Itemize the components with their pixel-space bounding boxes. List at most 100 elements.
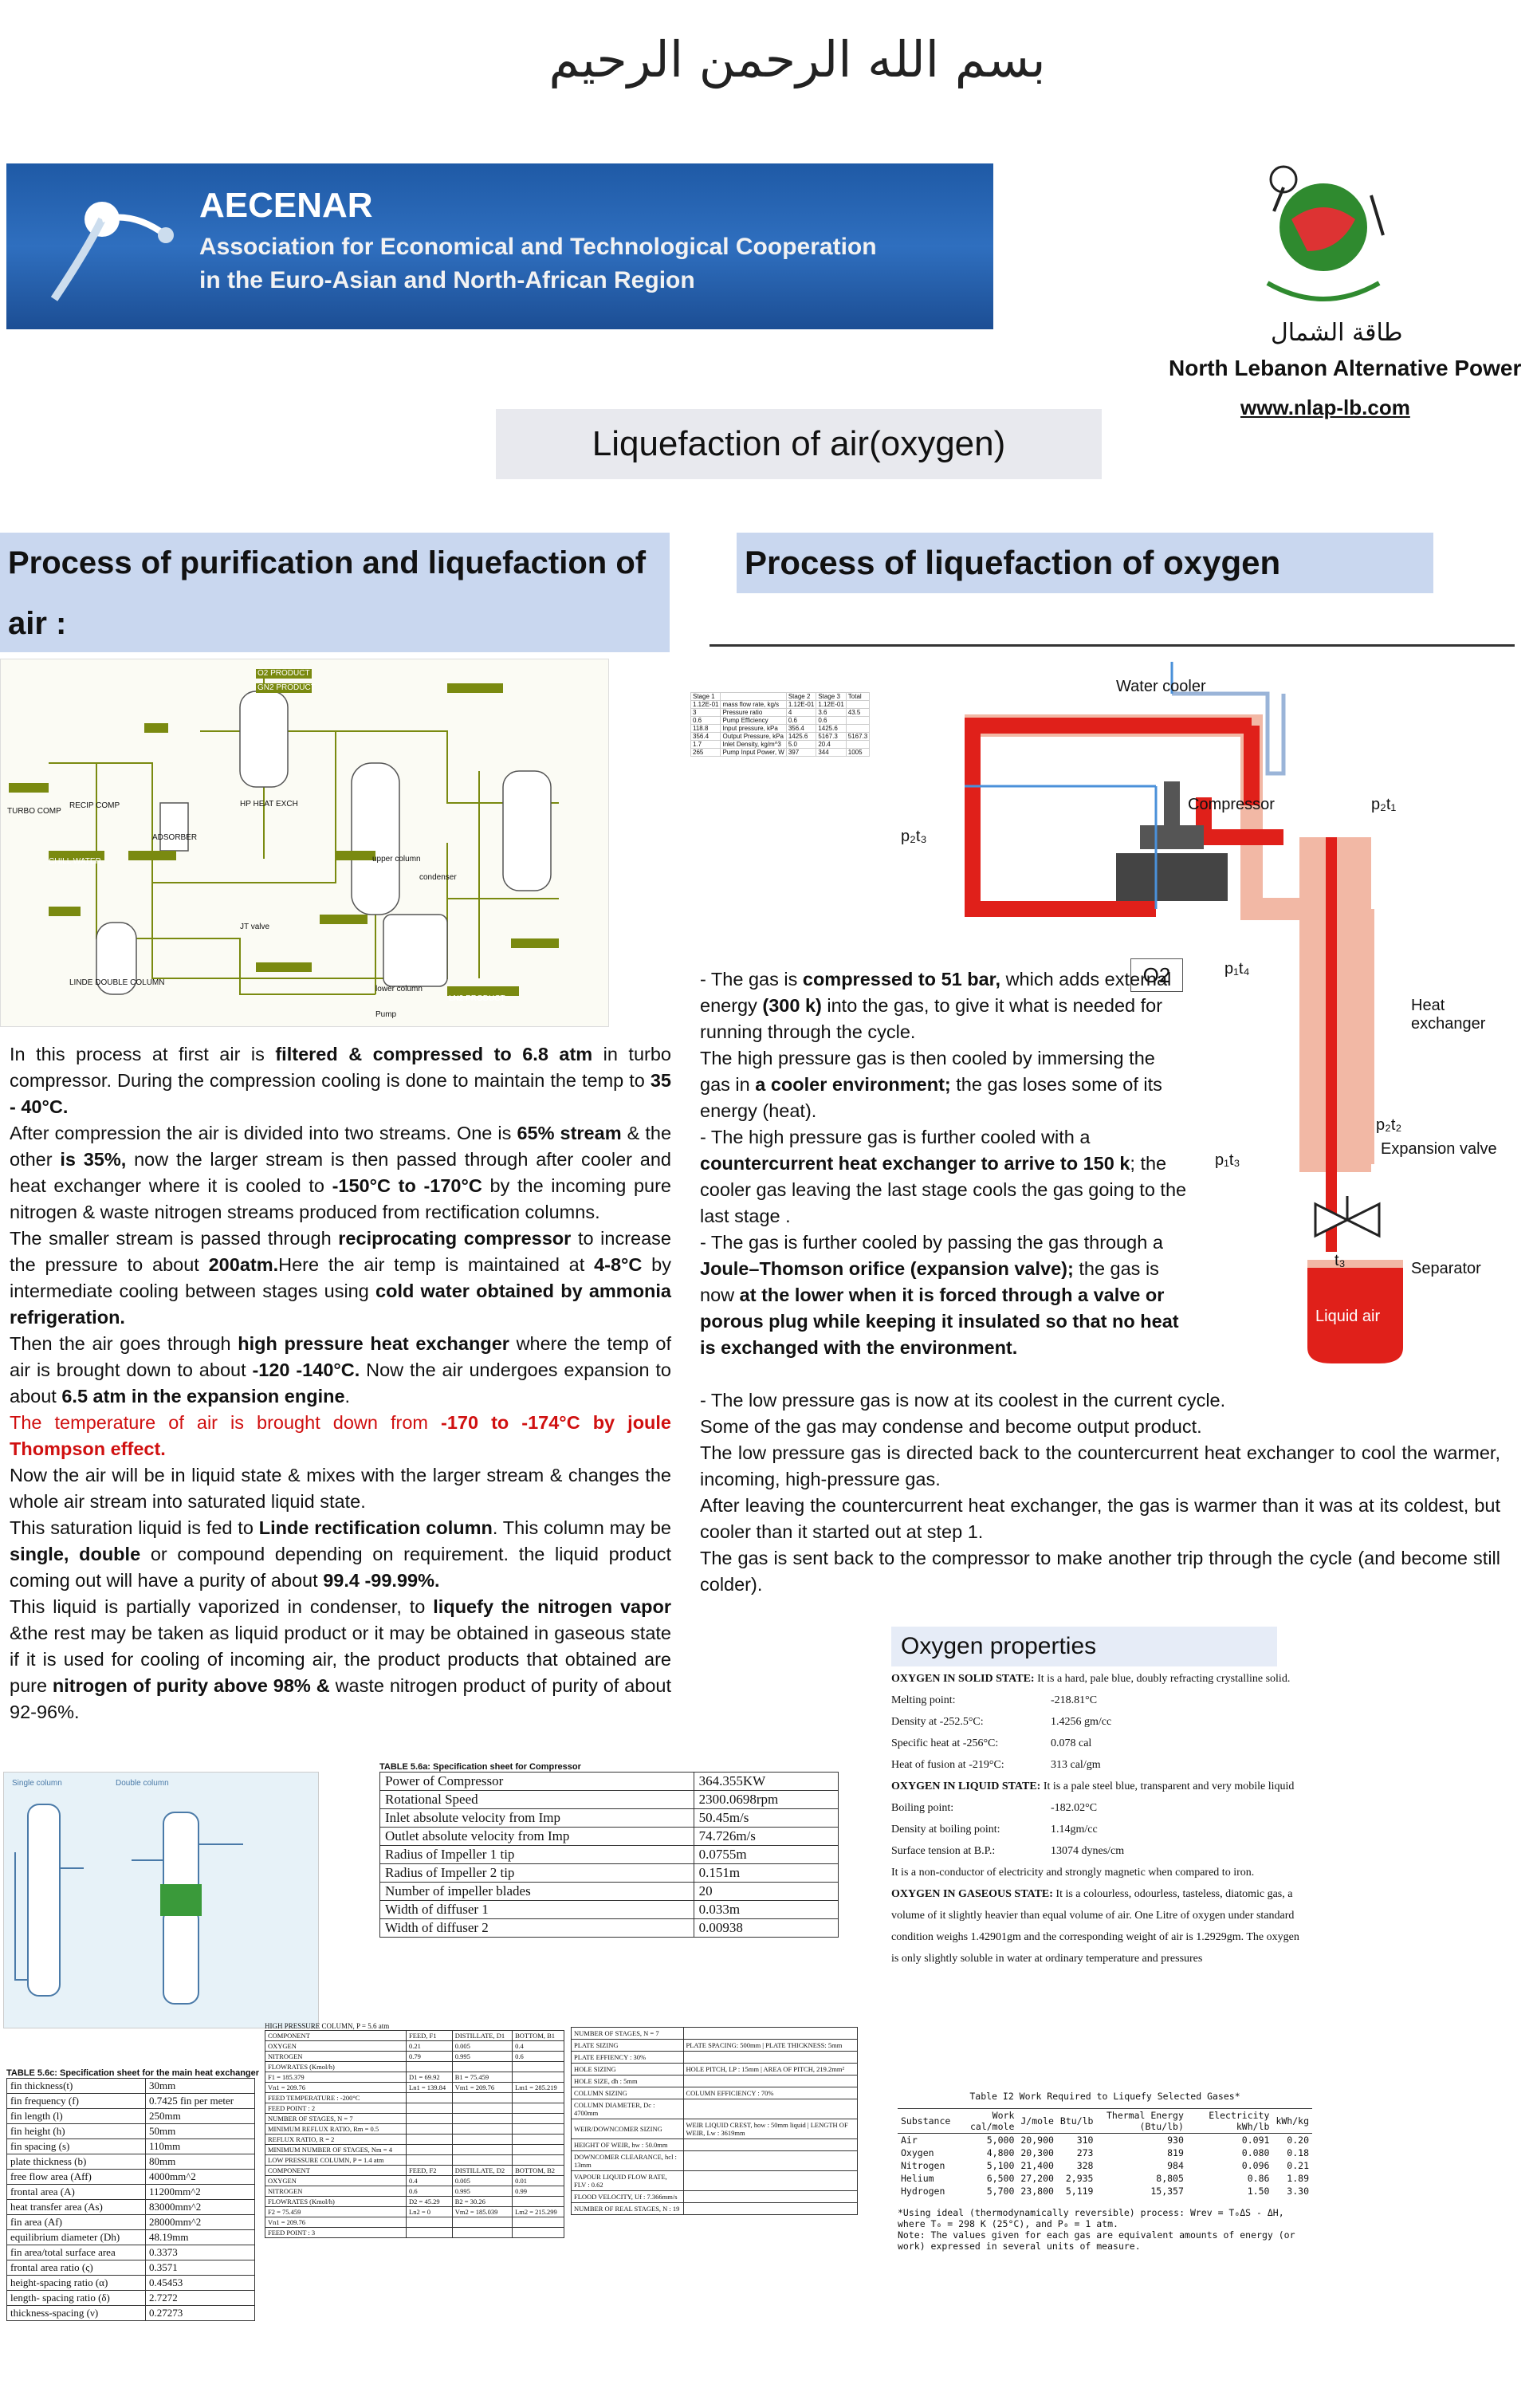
table-cell (406, 2123, 453, 2135)
table-cell: Work cal/mole (953, 2108, 1018, 2134)
property-label: Boiling point: (891, 1802, 954, 1814)
text-run: (300 k) (762, 995, 822, 1016)
text-run: nitrogen of purity above 98% & (52, 1675, 330, 1696)
table-cell: FEED TEMPERATURE : -200°C (264, 2092, 407, 2103)
table-cell: 2300.0698rpm (693, 1790, 839, 1809)
table-row: LOW PRESSURE COLUMN, P = 1.4 atm (264, 2154, 564, 2166)
table-cell: FEED POINT : 3 (264, 2227, 407, 2238)
property-row: Melting point:-218.81°C (891, 1690, 1307, 1711)
table-cell (451, 2227, 513, 2238)
table-cell: Vm1 = 209.76 (451, 2082, 513, 2093)
text-run: In this process at first air is (10, 1044, 276, 1064)
table-cell: 5.0 (785, 740, 817, 749)
label-heat-exchanger: Heat exchanger (1411, 997, 1486, 1033)
table-cell: Width of diffuser 2 (379, 1918, 694, 1938)
heat-exchanger-spec: TABLE 5.6c: Specification sheet for the … (6, 2068, 259, 2321)
table-cell: 50mm (144, 2123, 256, 2139)
property-value: 1.14gm/cc (1051, 1824, 1098, 1836)
text-run: The temperature of air is brought down f… (10, 1412, 441, 1433)
table-cell (512, 2134, 564, 2145)
paragraph: In this process at first air is filtered… (10, 1041, 671, 1120)
table-row: NUMBER OF STAGES, N = 7 (571, 2027, 858, 2040)
table-cell (406, 2092, 453, 2103)
label-p2t1: p₂t₁ (1371, 796, 1397, 813)
pfd-label-recip: RECIP COMP (69, 801, 120, 810)
section2-heading: Process of liquefaction of oxygen (737, 533, 1433, 593)
property-row: Boiling point:-182.02°C (891, 1797, 1307, 1819)
table-cell (512, 2154, 564, 2166)
table-row: fin thickness(t)30mm (6, 2078, 256, 2094)
table-cell: 0.4 (512, 2040, 564, 2052)
table-cell: 984 (1167, 2160, 1184, 2171)
table-cell: Vn1 = 209.76 (264, 2082, 407, 2093)
table-cell: 0.6 (690, 716, 721, 725)
table-cell (451, 2154, 513, 2166)
table-cell: 5167.3 (816, 732, 847, 741)
table-cell: 0.6 (785, 716, 817, 725)
text-run: This liquid is partially vaporized in co… (10, 1596, 434, 1617)
property-label: Heat of fusion at -219°C: (891, 1759, 1004, 1771)
property-label: Surface tension at B.P.: (891, 1845, 996, 1857)
table-cell: Thermal Energy (Btu/lb) (1096, 2108, 1187, 2134)
table-cell: Inlet absolute velocity from Imp (379, 1808, 694, 1828)
label-separator: Separator (1411, 1260, 1481, 1277)
table-row: fin frequency (f)0.7425 fin per meter (6, 2093, 256, 2109)
aecenar-line1: Association for Economical and Technolog… (199, 234, 877, 260)
table-cell: 3.30 (1287, 2186, 1309, 2197)
work-table-footnote2: Note: The values given for each gas are … (898, 2229, 1295, 2252)
paragraph: This saturation liquid is fed to Linde r… (10, 1515, 671, 1594)
table-cell: 0.45453 (144, 2275, 256, 2291)
table-cell (406, 2103, 453, 2114)
page-title: Liquefaction of air(oxygen) (496, 409, 1102, 479)
work-table-title: Table I2 Work Required to Liquefy Select… (969, 2091, 1240, 2102)
table-cell: 0.3571 (144, 2260, 256, 2276)
table-row: length- spacing ratio (δ)2.7272 (6, 2290, 256, 2306)
table-cell: 0.4 (406, 2175, 453, 2186)
text-run: compressed to 51 bar, (802, 969, 1001, 990)
columns-svg (14, 1804, 243, 2005)
bismillah-calligraphy: بسم الله الرحمن الرحيم (548, 30, 1046, 89)
aecenar-logo-icon (50, 202, 174, 301)
table-cell: 0.6 (816, 716, 847, 725)
table-cell: FEED, F1 (406, 2030, 453, 2041)
table-cell: thickness-spacing (ν) (6, 2305, 146, 2321)
table-cell: 15,357 (1150, 2186, 1184, 2197)
table-cell: 819 (1167, 2147, 1184, 2158)
table-cell: 5,000 (986, 2135, 1015, 2146)
pfd-label-upper-column: upper column (372, 855, 421, 864)
table-cell (512, 2227, 564, 2238)
label-water-cooler: Water cooler (1116, 678, 1206, 695)
aecenar-line2: in the Euro-Asian and North-African Regi… (199, 267, 695, 293)
table-cell: Lm1 = 285.219 (512, 2082, 564, 2093)
table-row: NUMBER OF REAL STAGES, N : 19 (571, 2202, 858, 2215)
table-row: FLOWRATES (Kmol/h) (264, 2061, 564, 2072)
paragraph: The smaller stream is passed through rec… (10, 1226, 671, 1331)
work-table-footnote1: *Using ideal (thermodynamically reversib… (898, 2207, 1284, 2229)
table-cell (512, 2072, 564, 2083)
table-row: fin height (h)50mm (6, 2123, 256, 2139)
pfd-label-lower-column: lower column (375, 985, 423, 993)
text-run: This saturation liquid is fed to (10, 1517, 259, 1538)
nlap-arabic-name: طاقة الشمال (1271, 319, 1403, 347)
table-cell: 2.7272 (144, 2290, 256, 2306)
table-cell: 0.3373 (144, 2245, 256, 2260)
text-run: 200atm. (208, 1254, 279, 1275)
label-liquid-air: Liquid air (1315, 1308, 1381, 1325)
table-cell: NITROGEN (264, 2051, 407, 2062)
table-cell: 344 (816, 748, 847, 757)
table-cell: fin frequency (f) (6, 2093, 146, 2109)
table-cell: 118.8 (690, 724, 721, 733)
compressor-table-caption: TABLE 5.6a: Specification sheet for Comp… (379, 1762, 581, 1772)
text-run: . (344, 1386, 351, 1407)
pfd-label-gn2: GN2 PRODUCT (257, 683, 316, 692)
table-cell: 50.45m/s (693, 1808, 839, 1828)
table-cell: 1425.6 (816, 724, 847, 733)
